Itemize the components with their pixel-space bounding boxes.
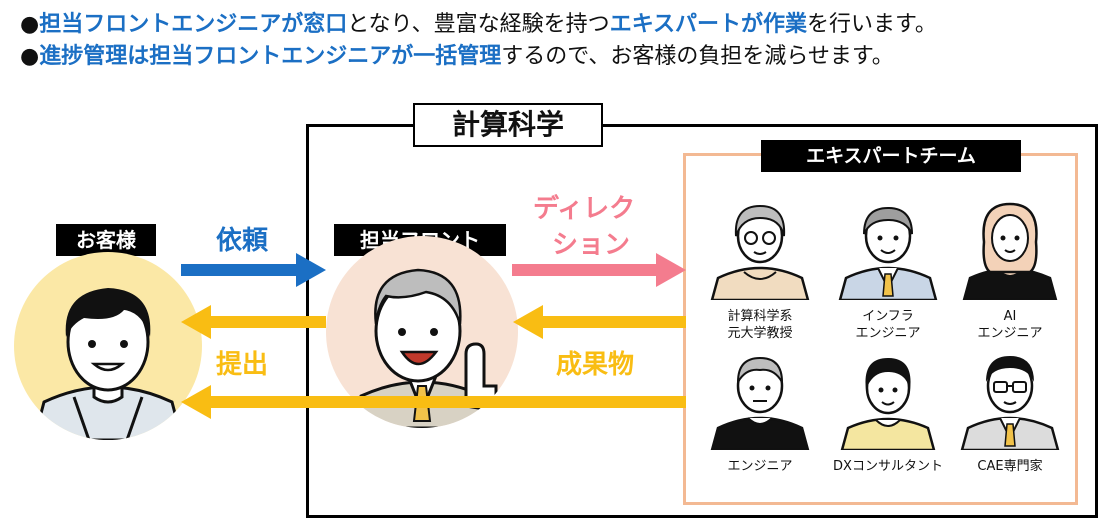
- body-text: となり、豊富な経験を持つ: [347, 12, 610, 37]
- diagram-title: 計算科学: [413, 103, 603, 147]
- deliverables-arrow: [513, 305, 686, 339]
- expert-engineer: エンジニア: [705, 346, 815, 475]
- intro-line-2: ●進捗管理は担当フロントエンジニアが一括管理するので、お客様の負担を減らせます。: [20, 44, 894, 70]
- expert-caption: エンジニア: [727, 459, 793, 474]
- body-text: を行います。: [807, 12, 937, 37]
- highlight-text: エキスパートが作業: [609, 12, 808, 37]
- highlight-text: 進捗管理は担当フロントエンジニアが一括管理: [39, 44, 502, 69]
- expert-caption: インフラエンジニア: [855, 309, 921, 341]
- deliverables-label: 成果物: [556, 350, 635, 380]
- customer-person-icon: [32, 288, 184, 440]
- expert-caption: CAE専門家: [977, 459, 1043, 474]
- expert-professor: 計算科学系元大学教授: [705, 196, 815, 342]
- direction-label-line2: ション: [552, 230, 631, 260]
- expert-cae-specialist: CAE専門家: [955, 346, 1065, 475]
- professor-person-icon: [710, 204, 810, 302]
- engineer-person-icon: [710, 356, 810, 452]
- ai-engineer-person-icon: [962, 202, 1058, 302]
- expert-infra-engineer: インフラエンジニア: [833, 196, 943, 342]
- expert-team-label: エキスパートチーム: [761, 140, 1021, 172]
- customer-avatar: [14, 252, 202, 440]
- expert-caption: DXコンサルタント: [833, 459, 943, 474]
- cae-specialist-person-icon: [960, 356, 1060, 452]
- direction-arrow: [512, 253, 686, 287]
- expert-dx-consultant: DXコンサルタント: [833, 346, 943, 475]
- infra-engineer-person-icon: [838, 206, 938, 302]
- submit-arrow-upper: [181, 305, 326, 339]
- customer-label: お客様: [56, 224, 156, 256]
- dx-consultant-person-icon: [840, 358, 936, 452]
- request-arrow: [181, 253, 326, 287]
- body-text: するので、お客様の負担を減らせます。: [501, 44, 894, 69]
- intro-line-1: ●担当フロントエンジニアが窓口となり、豊富な経験を持つエキスパートが作業を行いま…: [20, 12, 937, 38]
- submit-label: 提出: [216, 350, 269, 380]
- bullet-icon: ●: [20, 44, 40, 69]
- direction-label-line1: ディレク: [533, 194, 636, 224]
- bullet-icon: ●: [20, 12, 40, 37]
- submit-arrow-lower: [181, 385, 686, 419]
- highlight-text: 担当フロントエンジニアが窓口: [39, 12, 348, 37]
- expert-caption: 計算科学系元大学教授: [727, 309, 793, 341]
- request-label: 依頼: [216, 226, 269, 256]
